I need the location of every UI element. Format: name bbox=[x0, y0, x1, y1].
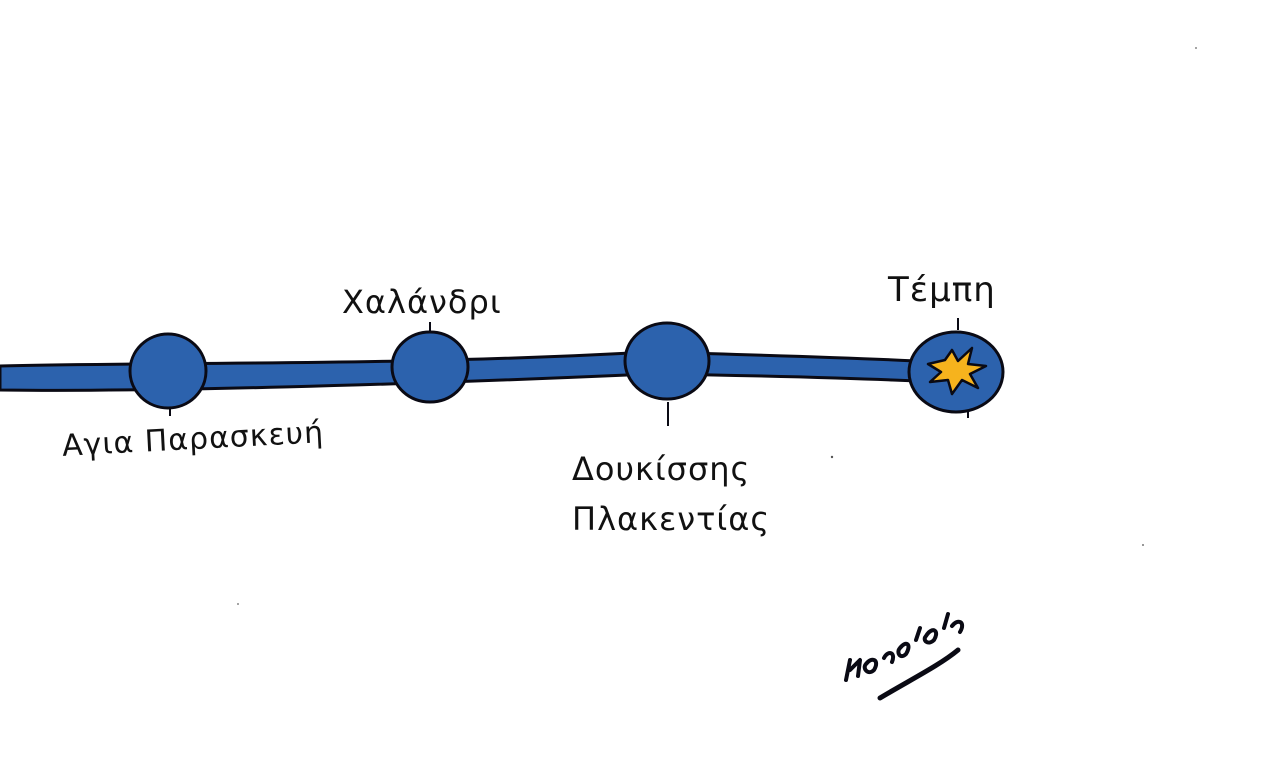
station-node-chalandri bbox=[390, 330, 470, 404]
signature-mark bbox=[844, 612, 965, 701]
speck bbox=[1195, 47, 1197, 49]
station-node-doukissis bbox=[623, 321, 711, 401]
speck bbox=[1142, 544, 1144, 546]
speck bbox=[237, 603, 239, 605]
station-label-doukissis-line2: Πλακεντίας bbox=[572, 500, 771, 538]
speck bbox=[830, 455, 834, 459]
station-label-chalandri: Χαλάνδρι bbox=[342, 283, 502, 321]
station-node-agia-paraskevi bbox=[128, 332, 208, 410]
explosion-icon bbox=[926, 346, 988, 396]
station-label-tempi: Τέμπη bbox=[888, 270, 996, 310]
station-label-doukissis-line1: Δουκίσσης bbox=[572, 450, 751, 488]
